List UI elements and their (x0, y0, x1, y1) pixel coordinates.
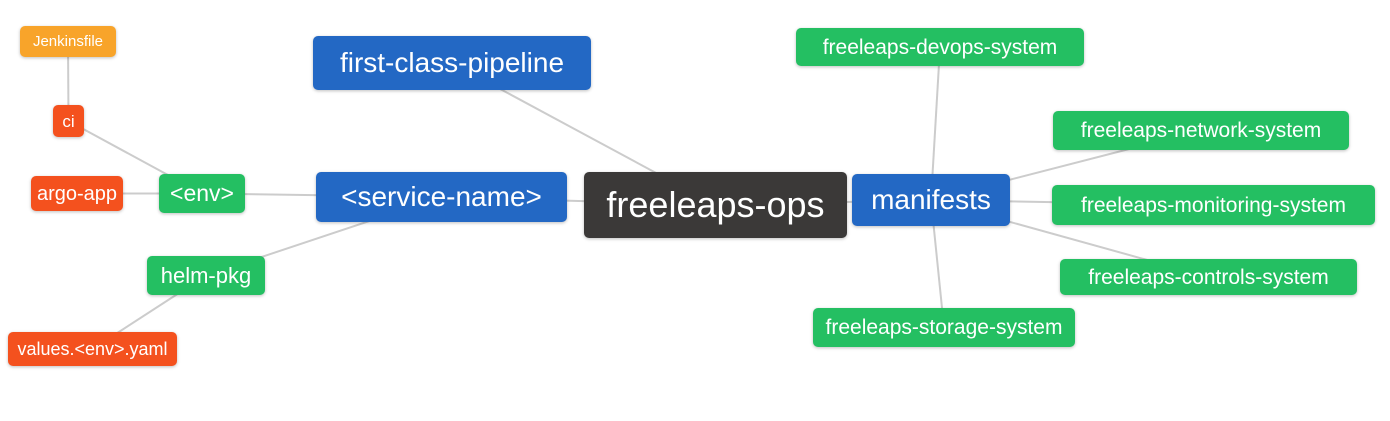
node-devops[interactable]: freeleaps-devops-system (796, 28, 1084, 66)
node-network[interactable]: freeleaps-network-system (1053, 111, 1349, 150)
node-storage[interactable]: freeleaps-storage-system (813, 308, 1075, 347)
node-ci[interactable]: ci (53, 105, 84, 137)
node-manifests[interactable]: manifests (852, 174, 1010, 226)
node-jenkinsfile[interactable]: Jenkinsfile (20, 26, 116, 57)
node-service[interactable]: <service-name> (316, 172, 567, 222)
node-controls[interactable]: freeleaps-controls-system (1060, 259, 1357, 295)
node-values-yaml[interactable]: values.<env>.yaml (8, 332, 177, 366)
node-pipeline[interactable]: first-class-pipeline (313, 36, 591, 90)
node-env[interactable]: <env> (159, 174, 245, 213)
node-helm-pkg[interactable]: helm-pkg (147, 256, 265, 295)
node-monitoring[interactable]: freeleaps-monitoring-system (1052, 185, 1375, 225)
node-argo-app[interactable]: argo-app (31, 176, 123, 211)
node-ops[interactable]: freeleaps-ops (584, 172, 847, 238)
